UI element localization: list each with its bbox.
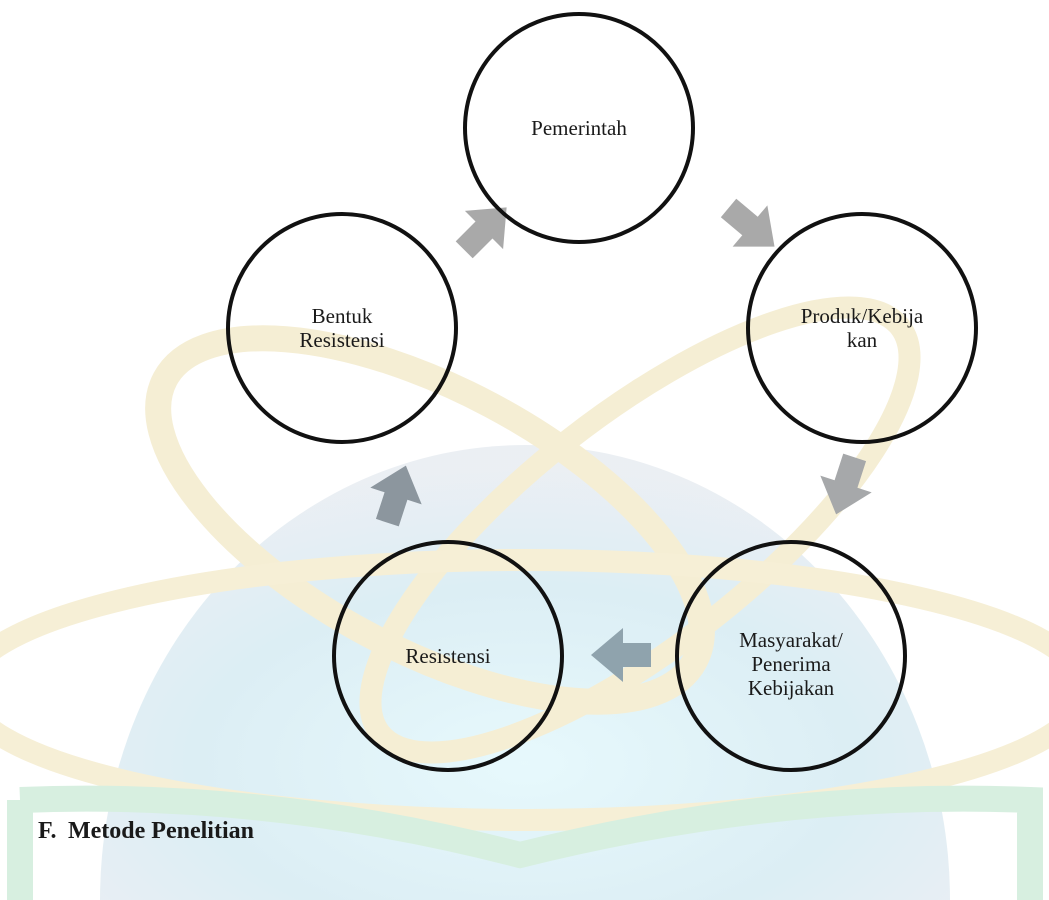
node-bentuk-label: Bentuk Resistensi (299, 304, 385, 352)
arrow-produk-to-masyarakat (820, 453, 872, 515)
section-number: F. (38, 818, 57, 844)
node-produk-circle (746, 212, 978, 444)
nodes (226, 12, 978, 772)
arrows (370, 198, 872, 682)
node-resistensi-circle (332, 540, 564, 772)
node-resistensi-label: Resistensi (405, 644, 491, 668)
section-title: Metode Penelitian (68, 818, 254, 844)
watermark-orbit-horizontal (0, 549, 1049, 831)
node-produk-label: Produk/Kebija kan (800, 304, 924, 352)
node-bentuk-circle (226, 212, 458, 444)
watermark-logo (0, 296, 1049, 900)
arrow-masyarakat-to-resistensi (591, 628, 651, 682)
node-pemerintah-circle (463, 12, 695, 244)
node-pemerintah-label: Pemerintah (531, 116, 627, 140)
watermark-book (7, 785, 1043, 900)
arrow-pemerintah-to-produk (720, 198, 775, 247)
watermark-orbit-right (359, 296, 921, 764)
node-masyarakat-label: Masyarakat/ Penerima Kebijakan (739, 628, 843, 700)
arrow-resistensi-to-bentuk (370, 465, 422, 527)
section-heading: F. Metode Penelitian (38, 818, 254, 845)
node-masyarakat-circle (675, 540, 907, 772)
watermark-orbit-left (145, 325, 715, 715)
arrow-bentuk-to-pemerintah (455, 207, 507, 259)
